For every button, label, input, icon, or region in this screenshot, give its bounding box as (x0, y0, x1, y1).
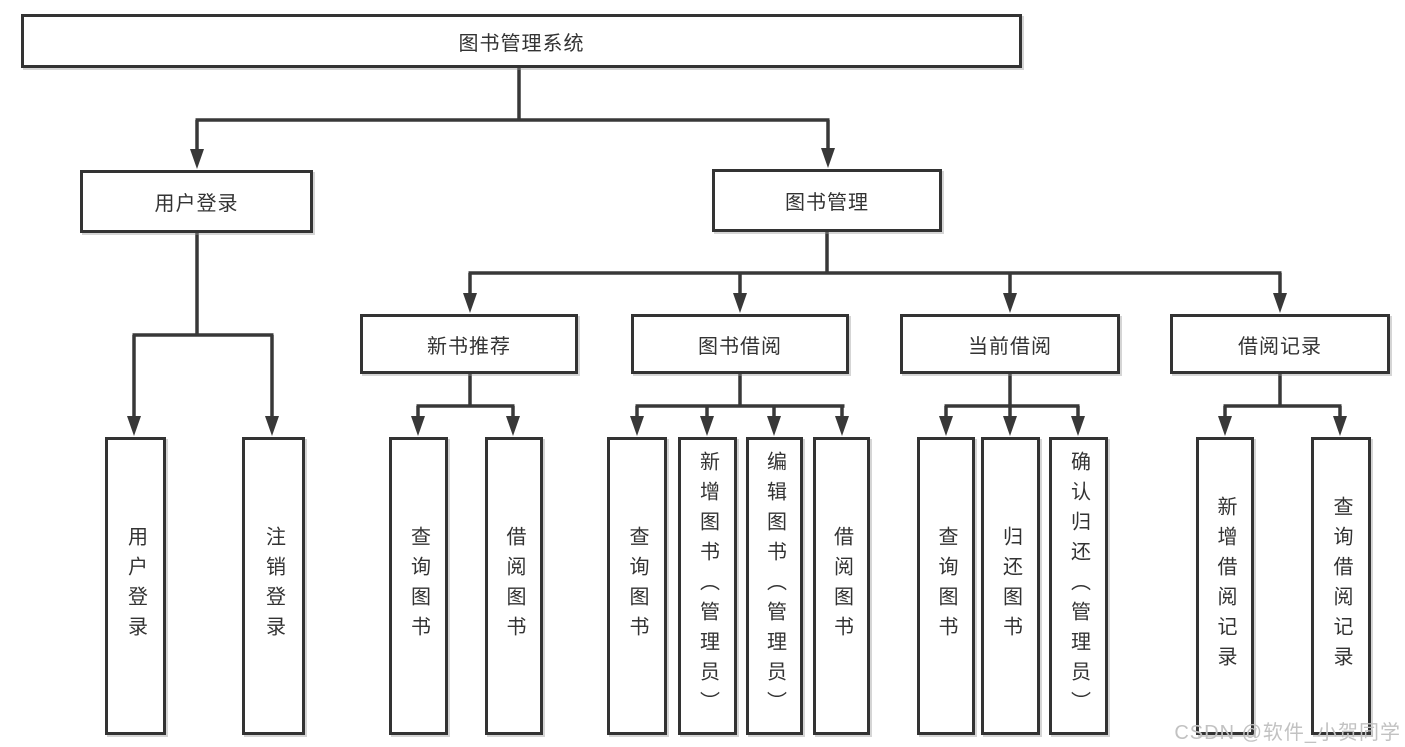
node-book-management: 图书管理 (712, 169, 942, 232)
leaf-borrow-books-recommend-label: 借阅图书 (503, 526, 525, 646)
leaf-query-books-borrowing: 查询图书 (607, 437, 667, 735)
node-current-borrowing: 当前借阅 (900, 314, 1120, 374)
leaf-user-login-label: 用户登录 (124, 526, 147, 646)
leaf-borrow-books-borrowing-label: 借阅图书 (830, 526, 853, 646)
leaf-query-borrow-record: 查询借阅记录 (1311, 437, 1371, 735)
leaf-query-borrow-record-label: 查询借阅记录 (1330, 496, 1352, 676)
node-library-management-system: 图书管理系统 (21, 14, 1022, 68)
leaf-edit-book-admin-label: 编辑图书（管理员） (763, 451, 786, 721)
watermark: CSDN @软件_小贺同学 (1174, 722, 1401, 744)
leaf-confirm-return-admin-label: 确认归还（管理员） (1067, 451, 1090, 721)
node-borrowing-records: 借阅记录 (1170, 314, 1390, 374)
leaf-logout: 注销登录 (242, 437, 305, 735)
leaf-query-books-recommend: 查询图书 (389, 437, 448, 735)
leaf-return-book-label: 归还图书 (999, 526, 1022, 646)
leaf-query-books-current: 查询图书 (917, 437, 975, 735)
leaf-query-books-current-label: 查询图书 (935, 526, 957, 646)
leaf-borrow-books-borrowing: 借阅图书 (813, 437, 870, 735)
leaf-query-books-recommend-label: 查询图书 (407, 526, 430, 646)
connector-user-login (127, 233, 279, 436)
connector-current-borrowing (939, 374, 1085, 436)
node-book-borrowing: 图书借阅 (631, 314, 849, 374)
leaf-add-book-admin: 新增图书（管理员） (678, 437, 737, 735)
leaf-add-borrow-record-label: 新增借阅记录 (1214, 496, 1236, 676)
leaf-logout-label: 注销登录 (262, 526, 285, 646)
connector-book-management (463, 232, 1287, 313)
node-user-login: 用户登录 (80, 170, 313, 233)
leaf-add-borrow-record: 新增借阅记录 (1196, 437, 1254, 735)
connector-new-book-recommendation (411, 374, 520, 436)
node-new-book-recommendation: 新书推荐 (360, 314, 578, 374)
leaf-query-books-borrowing-label: 查询图书 (626, 526, 648, 646)
connector-root (190, 68, 835, 169)
leaf-edit-book-admin: 编辑图书（管理员） (746, 437, 803, 735)
leaf-add-book-admin-label: 新增图书（管理员） (696, 451, 719, 721)
leaf-return-book: 归还图书 (981, 437, 1040, 735)
connector-borrowing-records (1218, 374, 1347, 436)
leaf-borrow-books-recommend: 借阅图书 (485, 437, 543, 735)
connector-book-borrowing (630, 374, 849, 436)
leaf-confirm-return-admin: 确认归还（管理员） (1049, 437, 1108, 735)
leaf-user-login: 用户登录 (105, 437, 166, 735)
